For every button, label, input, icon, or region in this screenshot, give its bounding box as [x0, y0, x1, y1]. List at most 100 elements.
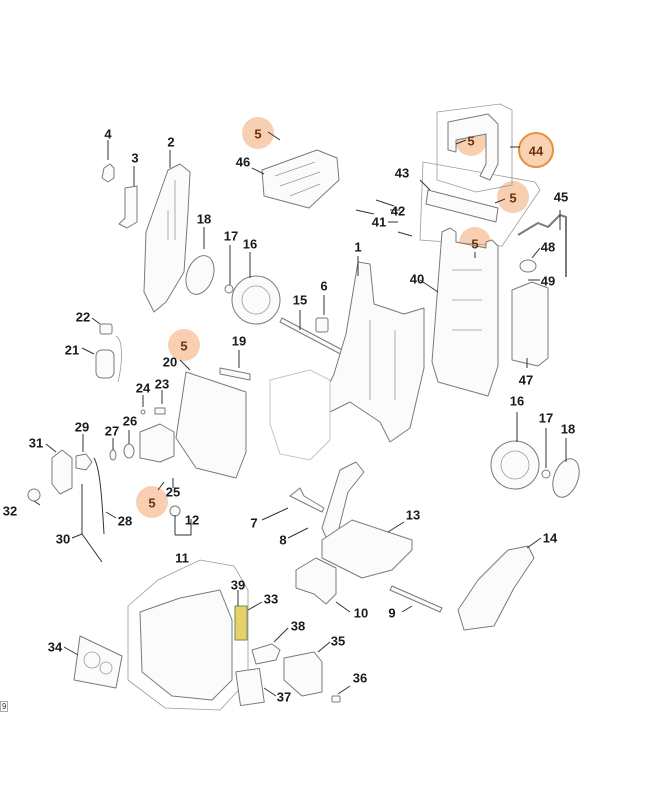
part-27-ring [109, 449, 117, 461]
label-15[interactable]: 15 [293, 293, 307, 308]
label-48[interactable]: 48 [541, 240, 555, 255]
part-17-washer-right [541, 469, 551, 479]
label-47[interactable]: 47 [519, 373, 533, 388]
label-21[interactable]: 21 [65, 343, 79, 358]
part-43-bar [425, 189, 499, 223]
label-18-right[interactable]: 18 [561, 422, 575, 437]
label-29[interactable]: 29 [75, 420, 89, 435]
corner-tag: 9 [0, 701, 9, 712]
label-20[interactable]: 20 [163, 355, 177, 370]
part-14-housing [457, 545, 535, 631]
label-45[interactable]: 45 [554, 190, 568, 205]
label-49[interactable]: 49 [541, 274, 555, 289]
label-11[interactable]: 11 [175, 551, 189, 566]
label-3[interactable]: 3 [131, 151, 138, 166]
highlight-5-bottom [136, 486, 168, 518]
label-22[interactable]: 22 [76, 310, 90, 325]
part-30-wire [81, 484, 103, 563]
label-17-right[interactable]: 17 [539, 411, 553, 426]
label-42[interactable]: 42 [391, 204, 405, 219]
part-26-seal [123, 443, 135, 459]
part-8-arm [321, 461, 365, 543]
part-16-wheel [231, 275, 281, 325]
part-21-capacitor [95, 349, 115, 379]
part-7-valve [289, 487, 325, 513]
label-8[interactable]: 8 [279, 533, 286, 548]
label-32[interactable]: 32 [3, 504, 17, 519]
part-6-bracket [315, 317, 329, 333]
label-44[interactable]: 44 [529, 144, 544, 159]
part-40-rear-frame [431, 227, 499, 397]
part-16-wheel-right [490, 440, 540, 490]
label-5-left[interactable]: 5 [180, 339, 187, 354]
label-9[interactable]: 9 [388, 606, 395, 621]
label-26[interactable]: 26 [123, 414, 137, 429]
label-5-handle[interactable]: 5 [467, 134, 474, 149]
part-20-housing [175, 371, 247, 479]
label-18-left[interactable]: 18 [197, 212, 211, 227]
label-13[interactable]: 13 [406, 508, 420, 523]
label-5-bar[interactable]: 5 [509, 191, 516, 206]
part-3-bracket [118, 185, 138, 229]
highlight-44-ring [518, 132, 554, 168]
label-36[interactable]: 36 [353, 671, 367, 686]
leader-lines [33, 131, 567, 697]
label-41[interactable]: 41 [372, 215, 386, 230]
label-40[interactable]: 40 [410, 272, 424, 287]
label-38[interactable]: 38 [291, 619, 305, 634]
label-39[interactable]: 39 [231, 578, 245, 593]
part-10-bracket [295, 557, 337, 605]
label-5-frame[interactable]: 5 [471, 237, 478, 252]
part-33-front-cover [139, 589, 233, 701]
part-18-cap-right [552, 458, 580, 498]
part-39-label [234, 605, 248, 641]
label-1[interactable]: 1 [354, 240, 361, 255]
part-45-hose [517, 214, 567, 277]
label-5-top[interactable]: 5 [254, 127, 261, 142]
label-23[interactable]: 23 [155, 377, 169, 392]
label-33[interactable]: 33 [264, 592, 278, 607]
label-37[interactable]: 37 [277, 690, 291, 705]
label-4[interactable]: 4 [104, 127, 112, 142]
label-31[interactable]: 31 [29, 436, 43, 451]
label-7[interactable]: 7 [250, 516, 257, 531]
label-28[interactable]: 28 [118, 514, 132, 529]
group-box-43 [419, 161, 541, 247]
label-19[interactable]: 19 [232, 334, 246, 349]
part-36-clip [331, 695, 341, 703]
label-25[interactable]: 25 [166, 485, 180, 500]
part-19-strip [219, 367, 251, 381]
label-6[interactable]: 6 [320, 279, 327, 294]
label-17-left[interactable]: 17 [224, 229, 238, 244]
label-10[interactable]: 10 [354, 606, 368, 621]
part-labels: 1 2 3 4 5 5 5 5 5 5 6 7 8 9 10 11 12 13 … [3, 127, 575, 705]
part-38-bracket [251, 643, 281, 665]
label-2[interactable]: 2 [167, 135, 174, 150]
label-12[interactable]: 12 [185, 513, 199, 528]
label-27[interactable]: 27 [105, 424, 119, 439]
highlight-5-left [168, 329, 200, 361]
part-28-wire [93, 457, 105, 535]
label-14[interactable]: 14 [543, 531, 558, 546]
label-30[interactable]: 30 [56, 532, 70, 547]
label-24[interactable]: 24 [136, 381, 151, 396]
label-5-bottom[interactable]: 5 [148, 496, 155, 511]
part-34-panel [73, 635, 123, 689]
label-43[interactable]: 43 [395, 166, 409, 181]
part-22-connector [99, 323, 113, 335]
part-29-switch [75, 453, 93, 471]
label-16-right[interactable]: 16 [510, 394, 524, 409]
part-13-base [321, 519, 413, 579]
part-2-side-panel [143, 163, 191, 313]
label-46[interactable]: 46 [236, 155, 250, 170]
part-23-clip [154, 407, 166, 415]
part-17-washer [224, 284, 234, 294]
label-16-left[interactable]: 16 [243, 237, 257, 252]
highlight-5-top [242, 117, 274, 149]
label-35[interactable]: 35 [331, 634, 345, 649]
part-32-knob [27, 488, 41, 502]
part-25-cover [139, 423, 175, 463]
label-34[interactable]: 34 [48, 640, 63, 655]
part-48-cap [519, 259, 537, 273]
